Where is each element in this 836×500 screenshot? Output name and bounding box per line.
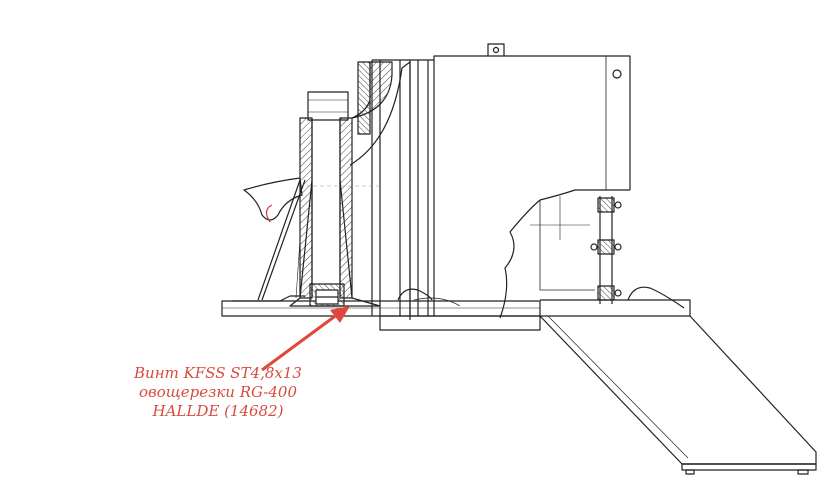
break-line [499, 189, 630, 319]
shaft-wall-right [339, 117, 353, 299]
callout-line-2: овощерезки RG-400 [139, 383, 297, 401]
callout-label: Винт KFSS ST4,8x13 овощерезки RG-400 HAL… [118, 364, 318, 421]
base-bracket [379, 315, 541, 331]
handle-clip [265, 204, 273, 223]
bolt-2 [597, 239, 615, 255]
chute-plate [539, 315, 817, 465]
handle-bracket [243, 177, 303, 221]
foot-left [397, 288, 433, 301]
callout-arrow [261, 306, 350, 372]
callout-line-1: Винт KFSS ST4,8x13 [134, 364, 302, 382]
top-nut [307, 91, 349, 121]
foot-right [627, 286, 685, 309]
machine-housing [372, 55, 631, 190]
base-plate [221, 300, 541, 317]
housing-hole [612, 69, 622, 79]
shaft-wall-left [299, 117, 313, 299]
top-lug [487, 43, 505, 56]
callout-line-3: HALLDE (14682) [152, 402, 284, 420]
bolt-1 [597, 197, 615, 213]
bolt-3 [597, 285, 615, 301]
left-flange [232, 295, 305, 302]
